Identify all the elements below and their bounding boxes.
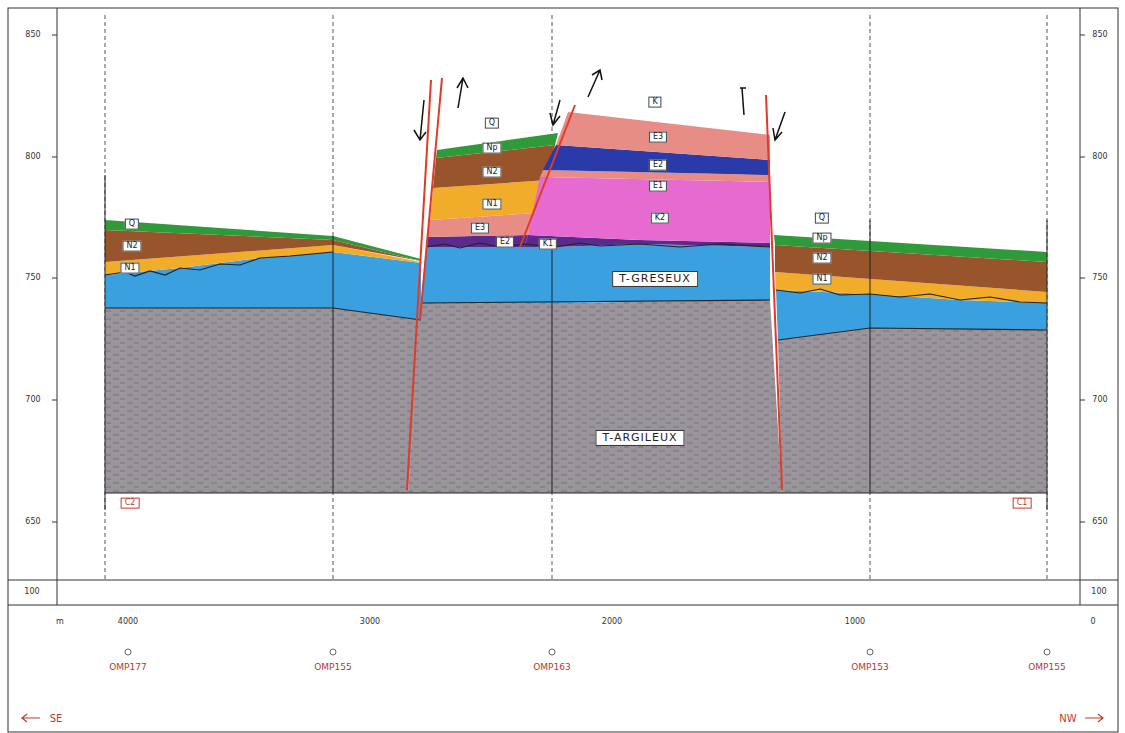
elevation-tick: 750 bbox=[1091, 274, 1108, 283]
elevation-tick: 700 bbox=[24, 396, 41, 405]
distance-tick: 0 bbox=[1090, 618, 1095, 627]
well-name: OMP153 bbox=[851, 663, 888, 673]
layer-code: N1 bbox=[482, 199, 501, 210]
layer-code: K bbox=[648, 97, 661, 108]
layer-code: E2 bbox=[649, 160, 667, 171]
layer-code: K2 bbox=[651, 213, 669, 224]
well-name: OMP163 bbox=[533, 663, 570, 673]
distance-tick: m bbox=[56, 618, 64, 627]
layer-code: E3 bbox=[471, 223, 489, 234]
corner-mark: C2 bbox=[121, 498, 140, 509]
formation-name: T-GRESEUX bbox=[612, 271, 698, 287]
scale-mark: 100 bbox=[1090, 588, 1107, 597]
layer-code: N1 bbox=[120, 263, 139, 274]
layer-code: Q bbox=[815, 213, 829, 224]
well-name: OMP177 bbox=[109, 663, 146, 673]
scale-mark: 100 bbox=[23, 588, 40, 597]
direction-label: NW bbox=[1059, 713, 1076, 724]
well-name: OMP155 bbox=[1028, 663, 1065, 673]
corner-mark: C1 bbox=[1013, 498, 1032, 509]
layer-code: E3 bbox=[649, 132, 667, 143]
layer-code: Q bbox=[125, 219, 139, 230]
layer-code: Np bbox=[482, 143, 501, 154]
distance-tick: 3000 bbox=[360, 618, 380, 627]
layer-code: E2 bbox=[496, 237, 514, 248]
elevation-tick: 800 bbox=[1091, 153, 1108, 162]
elevation-tick: 650 bbox=[24, 518, 41, 527]
elevation-tick: 800 bbox=[24, 153, 41, 162]
formation-name: T-ARGILEUX bbox=[595, 430, 684, 446]
layer-code: E1 bbox=[649, 181, 667, 192]
layer-code: Q bbox=[485, 118, 499, 129]
layer-code: K1 bbox=[539, 239, 557, 250]
elevation-tick: 850 bbox=[24, 31, 41, 40]
elevation-tick: 750 bbox=[24, 274, 41, 283]
direction-label: SE bbox=[50, 713, 63, 724]
layer-code: N2 bbox=[812, 253, 831, 264]
elevation-tick: 650 bbox=[1091, 518, 1108, 527]
layer-code: N2 bbox=[122, 241, 141, 252]
well-name: OMP155 bbox=[314, 663, 351, 673]
elevation-tick: 700 bbox=[1091, 396, 1108, 405]
distance-tick: 2000 bbox=[602, 618, 622, 627]
distance-tick: 1000 bbox=[845, 618, 865, 627]
layer-code: N1 bbox=[812, 274, 831, 285]
layer-code: N2 bbox=[482, 167, 501, 178]
elevation-tick: 850 bbox=[1091, 31, 1108, 40]
distance-tick: 4000 bbox=[118, 618, 138, 627]
layer-code: Np bbox=[812, 233, 831, 244]
